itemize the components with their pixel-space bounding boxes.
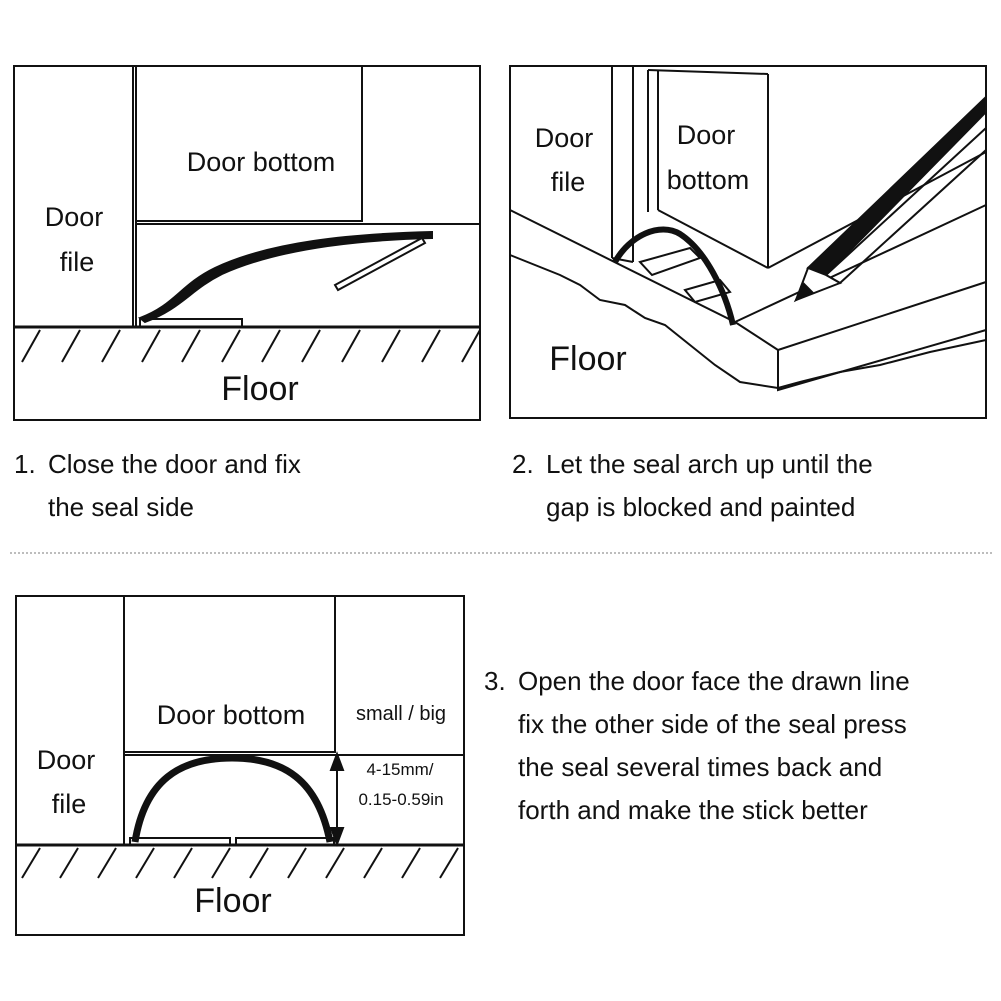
panel-2-frame bbox=[509, 65, 987, 419]
p2-door-bottom-line2: bottom bbox=[667, 165, 750, 195]
step-3-line-3: the seal several times back and bbox=[518, 752, 883, 782]
door-bottom-block bbox=[135, 65, 363, 222]
seal-base-right bbox=[235, 837, 335, 846]
step-3-number: 3. bbox=[484, 666, 506, 696]
p1-door-bottom-label: Door bottom bbox=[187, 147, 336, 177]
floor-hatching bbox=[21, 847, 459, 879]
panel-1-frame bbox=[13, 65, 481, 421]
seal-arch bbox=[131, 754, 334, 843]
step-2-line-2: gap is blocked and painted bbox=[546, 492, 856, 522]
seal-step-piece bbox=[638, 246, 702, 277]
p1-door-file-line2: file bbox=[60, 247, 95, 277]
panel-3-labels: Door file Door bottom small / big 4-15mm… bbox=[37, 700, 446, 920]
panel-2-diagram bbox=[509, 65, 987, 419]
step-1-line-1: Close the door and fix bbox=[48, 449, 301, 479]
p3-door-bottom-label: Door bottom bbox=[157, 700, 306, 730]
panel-1-diagram bbox=[13, 65, 481, 421]
seal-curve bbox=[137, 230, 433, 324]
step-3-line-2: fix the other side of the seal press bbox=[518, 709, 907, 739]
step-3-line-4: forth and make the stick better bbox=[518, 795, 868, 825]
step-2-caption: 2. Let the seal arch up until the gap is … bbox=[512, 443, 997, 529]
p2-door-file-line2: file bbox=[551, 167, 586, 197]
p3-measure-in: 0.15-0.59in bbox=[358, 790, 443, 809]
step-1-caption: 1. Close the door and fix the seal side bbox=[14, 443, 484, 529]
panel-2-labels: Door file Door bottom Floor bbox=[535, 120, 750, 378]
p3-floor-label: Floor bbox=[194, 882, 271, 920]
step-3-line-1: Open the door face the drawn line bbox=[518, 666, 910, 696]
step-2-number: 2. bbox=[512, 449, 534, 479]
seal-arch bbox=[612, 226, 736, 326]
panel-1-labels: Door file Door bottom Floor bbox=[45, 147, 336, 408]
seal-base-strip bbox=[139, 318, 243, 328]
p2-door-file-line1: Door bbox=[535, 123, 594, 153]
p3-door-file-line1: Door bbox=[37, 745, 96, 775]
panel-3-diagram bbox=[15, 595, 465, 936]
seal-backing-strip bbox=[333, 236, 427, 292]
section-divider bbox=[10, 552, 992, 554]
step-3-caption: 3. Open the door face the drawn line fix … bbox=[484, 660, 996, 832]
p1-door-file-line1: Door bbox=[45, 202, 104, 232]
floor-hatching bbox=[21, 329, 480, 363]
p3-door-file-line2: file bbox=[52, 789, 87, 819]
seal-base-left bbox=[129, 837, 231, 846]
p2-door-bottom-line1: Door bbox=[677, 120, 736, 150]
p3-size-label: small / big bbox=[356, 703, 446, 725]
pencil-icon bbox=[793, 94, 987, 303]
step-1-line-2: the seal side bbox=[48, 492, 194, 522]
p2-floor-label: Floor bbox=[549, 340, 626, 378]
p1-floor-label: Floor bbox=[221, 370, 298, 408]
step-1-number: 1. bbox=[14, 449, 36, 479]
gap-measure-arrow bbox=[329, 751, 345, 847]
p3-measure-mm: 4-15mm/ bbox=[366, 760, 433, 779]
step-2-line-1: Let the seal arch up until the bbox=[546, 449, 873, 479]
floor-break-edge bbox=[509, 254, 779, 389]
